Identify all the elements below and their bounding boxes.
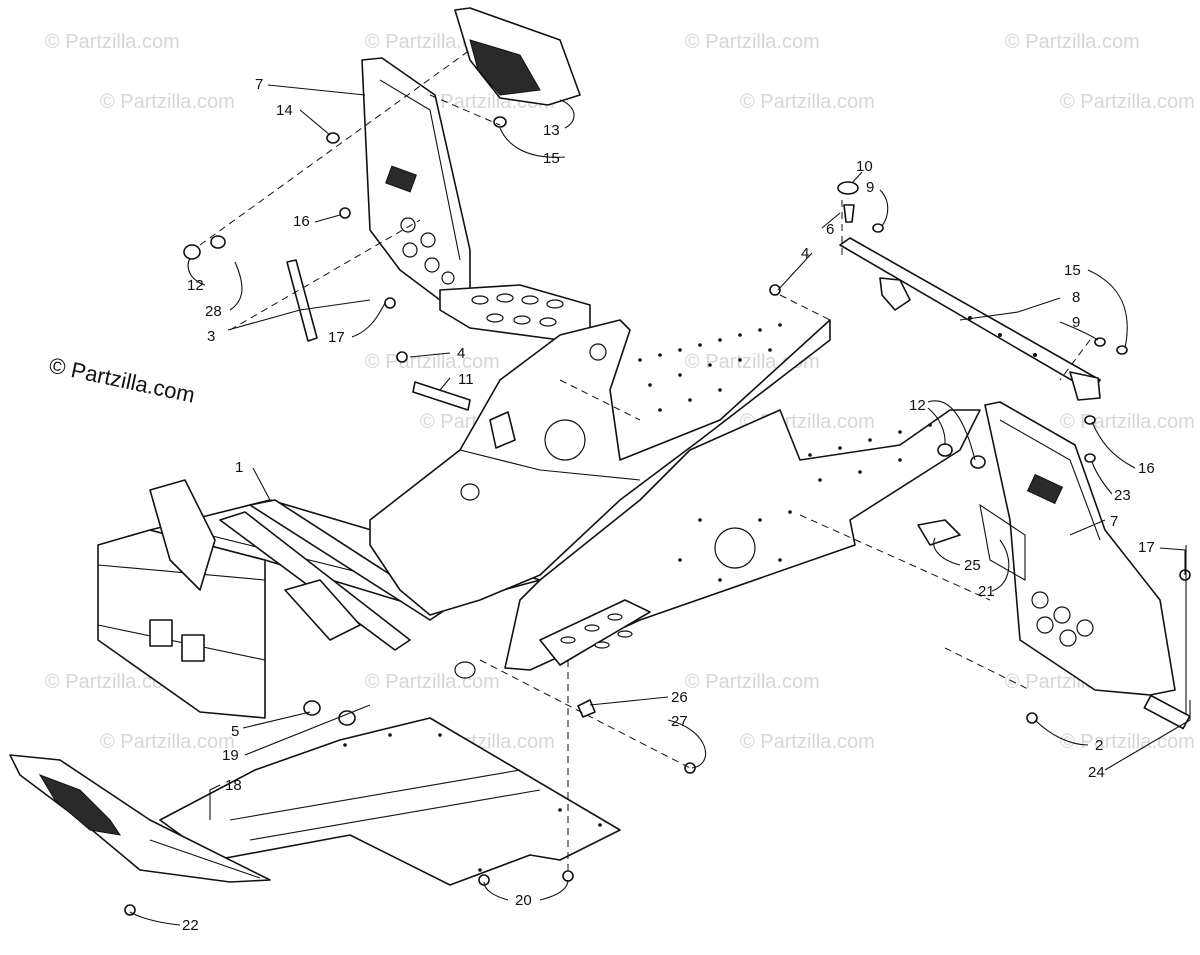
callout-label: 15 <box>1064 262 1081 279</box>
callout-label: 25 <box>964 557 981 574</box>
brand-label: © Partzilla.com <box>47 352 197 407</box>
watermark: © Partzilla.com <box>1005 31 1140 53</box>
watermark: © Partzilla.com <box>685 671 820 693</box>
leader-lines <box>129 84 1191 926</box>
main-chassis <box>97 319 981 719</box>
callout-label: 4 <box>457 345 465 362</box>
callout-label: 4 <box>801 245 809 262</box>
skid-plate <box>9 754 271 883</box>
callout-label: 12 <box>909 397 926 414</box>
callout-label: 16 <box>293 213 310 230</box>
callout-label: 14 <box>276 102 293 119</box>
watermark: © Partzilla.com <box>685 31 820 53</box>
watermark: © Partzilla.com <box>1060 411 1195 433</box>
callout-label: 15 <box>543 150 560 167</box>
support-rod <box>286 259 318 342</box>
right-steering-support <box>979 401 1191 730</box>
watermark: © Partzilla.com <box>1060 91 1195 113</box>
callout-label: 28 <box>205 303 222 320</box>
callout-label: 27 <box>671 713 688 730</box>
callout-label: 17 <box>328 329 345 346</box>
callout-label: 13 <box>543 122 560 139</box>
callout-label: 16 <box>1138 460 1155 477</box>
callout-label: 3 <box>207 328 215 345</box>
callout-label: 19 <box>222 747 239 764</box>
callout-label: 24 <box>1088 764 1105 781</box>
watermark: © Partzilla.com <box>100 731 235 753</box>
assembly-lines <box>199 49 1091 870</box>
callout-label: 9 <box>1072 314 1080 331</box>
watermark: © Partzilla.com <box>45 31 180 53</box>
watermark: © Partzilla.com <box>740 91 875 113</box>
watermark: © Partzilla.com <box>45 671 180 693</box>
watermark: © Partzilla.com <box>365 671 500 693</box>
callout-label: 9 <box>866 179 874 196</box>
watermark: © Partzilla.com <box>1060 731 1195 753</box>
callout-label: 2 <box>1095 737 1103 754</box>
callout-label: 26 <box>671 689 688 706</box>
fasteners <box>124 116 1191 916</box>
callout-label: 6 <box>826 221 834 238</box>
callout-label: 10 <box>856 158 873 175</box>
watermark: © Partzilla.com <box>100 91 235 113</box>
callout-label: 7 <box>1110 513 1118 530</box>
chassis-rivets <box>638 323 932 582</box>
callout-label: 8 <box>1072 289 1080 306</box>
callout-labels: 1 2 3 4 4 5 6 7 7 8 9 9 10 11 12 12 13 1… <box>182 76 1155 934</box>
callout-label: 5 <box>231 723 239 740</box>
callout-label: 1 <box>235 459 243 476</box>
callout-label: 7 <box>255 76 263 93</box>
callout-label: 17 <box>1138 539 1155 556</box>
callout-label: 12 <box>187 277 204 294</box>
callout-label: 23 <box>1114 487 1131 504</box>
callout-label: 22 <box>182 917 199 934</box>
callout-label: 21 <box>978 583 995 600</box>
steering-cross-shaft <box>837 181 1101 401</box>
watermark: © Partzilla.com <box>740 731 875 753</box>
belly-pan <box>159 717 621 886</box>
callout-label: 11 <box>458 371 474 388</box>
left-steering-support <box>361 7 591 341</box>
callout-label: 18 <box>225 777 242 794</box>
callout-label: 20 <box>515 892 532 909</box>
